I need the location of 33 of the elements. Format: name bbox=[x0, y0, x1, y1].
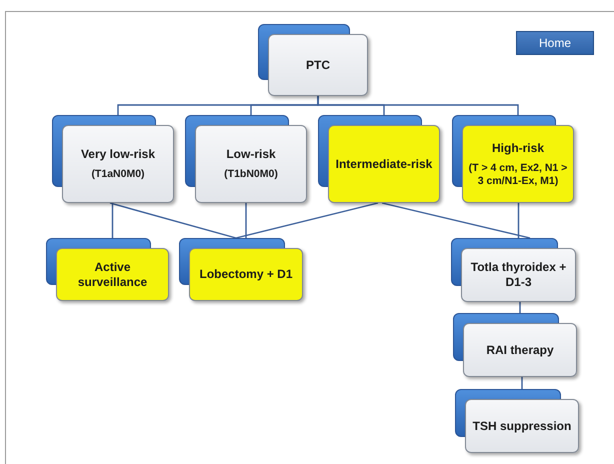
box-title: Active surveillance bbox=[76, 260, 148, 290]
process-box bbox=[185, 115, 307, 203]
process-box bbox=[52, 115, 174, 203]
connector-line bbox=[112, 203, 114, 238]
box-detail: (T1bN0M0) bbox=[224, 168, 278, 181]
box-detail: (T1aN0M0) bbox=[91, 168, 145, 181]
process-box bbox=[451, 238, 576, 302]
box-title: Very low-risk bbox=[80, 147, 156, 162]
process-box bbox=[258, 24, 368, 96]
highlighted-box bbox=[46, 238, 169, 301]
home-button: Home bbox=[516, 31, 594, 55]
box-title: RAI therapy bbox=[486, 342, 554, 358]
connector-line bbox=[382, 202, 530, 239]
highlighted-box bbox=[452, 115, 574, 203]
connector-line bbox=[519, 302, 521, 313]
box-detail: (T > 4 cm, Ex2, N1 > 3 cm/N1-Ex, M1) bbox=[468, 162, 568, 188]
highlighted-box bbox=[318, 115, 440, 203]
process-box bbox=[453, 313, 577, 377]
box-title: High-risk bbox=[492, 140, 544, 156]
box-title: Intermediate-risk bbox=[336, 156, 432, 172]
connector-line bbox=[245, 203, 247, 238]
process-box bbox=[455, 389, 579, 453]
connector-line bbox=[236, 202, 378, 239]
connector-line bbox=[518, 203, 520, 238]
box-title: Lobectomy + D1 bbox=[199, 267, 293, 282]
box-title: TSH suppression bbox=[472, 418, 572, 434]
box-title: Low-risk bbox=[226, 147, 276, 162]
connector-line bbox=[521, 377, 523, 389]
connector-line bbox=[110, 202, 236, 239]
box-title: Totla thyroidex + D1-3 bbox=[470, 260, 568, 290]
highlighted-box bbox=[179, 238, 303, 301]
connector-line bbox=[317, 96, 519, 115]
box-title: PTC bbox=[306, 58, 330, 72]
